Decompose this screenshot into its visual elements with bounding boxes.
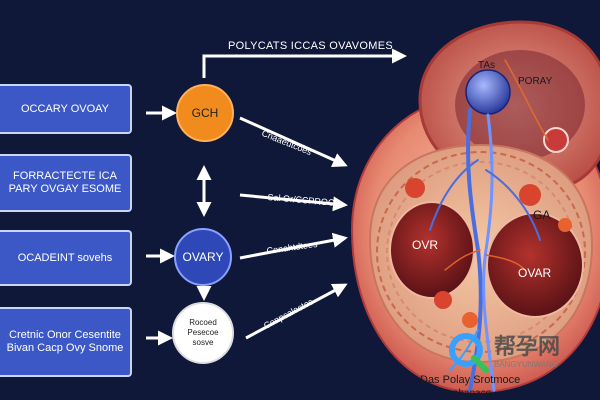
- node-bottom-line1: Rocoed: [189, 318, 217, 327]
- follicle-small-1: [405, 178, 425, 198]
- box2-line1: FORRACTECTE ICA: [13, 170, 117, 182]
- anatomy-label-ga: GA: [533, 208, 551, 222]
- node-bottom-line3: sosve: [192, 338, 214, 347]
- box-ocadeint: OCADEINT sovehs: [0, 230, 132, 286]
- arrow-gch-ovary-right: [239, 116, 348, 167]
- box1-line1: OCCARY OVOAY: [20, 102, 110, 115]
- arrow-bottom-right: [245, 283, 348, 340]
- top-banner-label: POLYCATS ICCAS OVAVOMES: [228, 40, 394, 52]
- follicle-small-2: [519, 184, 541, 206]
- arrow-gch-top: [202, 48, 407, 78]
- anatomy-label-poray: PORAY: [518, 76, 553, 87]
- bottom-caption-line2: Coobanace: [440, 388, 492, 399]
- anatomy-label-ovar: OVAR: [518, 266, 552, 280]
- watermark-en: BANGYUNWANG: [494, 359, 559, 369]
- node-bottom: Rocoed Pesecoe sosve: [172, 302, 234, 364]
- box3-line1: OCADEINT sovehs: [17, 251, 113, 264]
- watermark-logo-icon: [449, 333, 489, 373]
- node-ovary-label: OVARY: [182, 250, 224, 264]
- follicle-right: [486, 212, 584, 318]
- node-gch: GCH: [176, 84, 234, 142]
- small-follicle-top: [543, 127, 569, 153]
- arrow-ovary-right: [239, 232, 348, 260]
- box2-line2: PARY OVGAY ESOME: [8, 183, 122, 195]
- follicle-small-5: [558, 218, 572, 232]
- watermark-cn: 帮孕网: [494, 334, 561, 360]
- node-bottom-line2: Pesecoe: [187, 328, 219, 337]
- arrow-mid-right: [239, 193, 348, 212]
- box4-line2: Bivan Cacp Ovy Snome: [6, 342, 124, 354]
- follicle-small-3: [434, 291, 452, 309]
- node-gch-label: GCH: [191, 106, 219, 120]
- box-forractecte: FORRACTECTE ICA PARY OVGAY ESOME: [0, 154, 132, 212]
- follicle-left: [389, 201, 475, 299]
- bottom-caption-line1: Das Polay Srotmoce: [420, 374, 521, 386]
- follicle-small-4: [462, 312, 478, 328]
- box-occary-ovoay: OCCARY OVOAY: [0, 84, 132, 134]
- node-ovary: OVARY: [174, 228, 232, 286]
- anatomy-label-ovr: OVR: [412, 238, 439, 252]
- anatomy-label-tas: TAs: [478, 60, 496, 71]
- watermark: 帮孕网 BANGYUNWANG: [446, 330, 560, 374]
- box-cretnic: Cretnic Onor Cesentite Bivan Cacp Ovy Sn…: [0, 307, 132, 377]
- box4-line1: Cretnic Onor Cesentite: [9, 329, 121, 341]
